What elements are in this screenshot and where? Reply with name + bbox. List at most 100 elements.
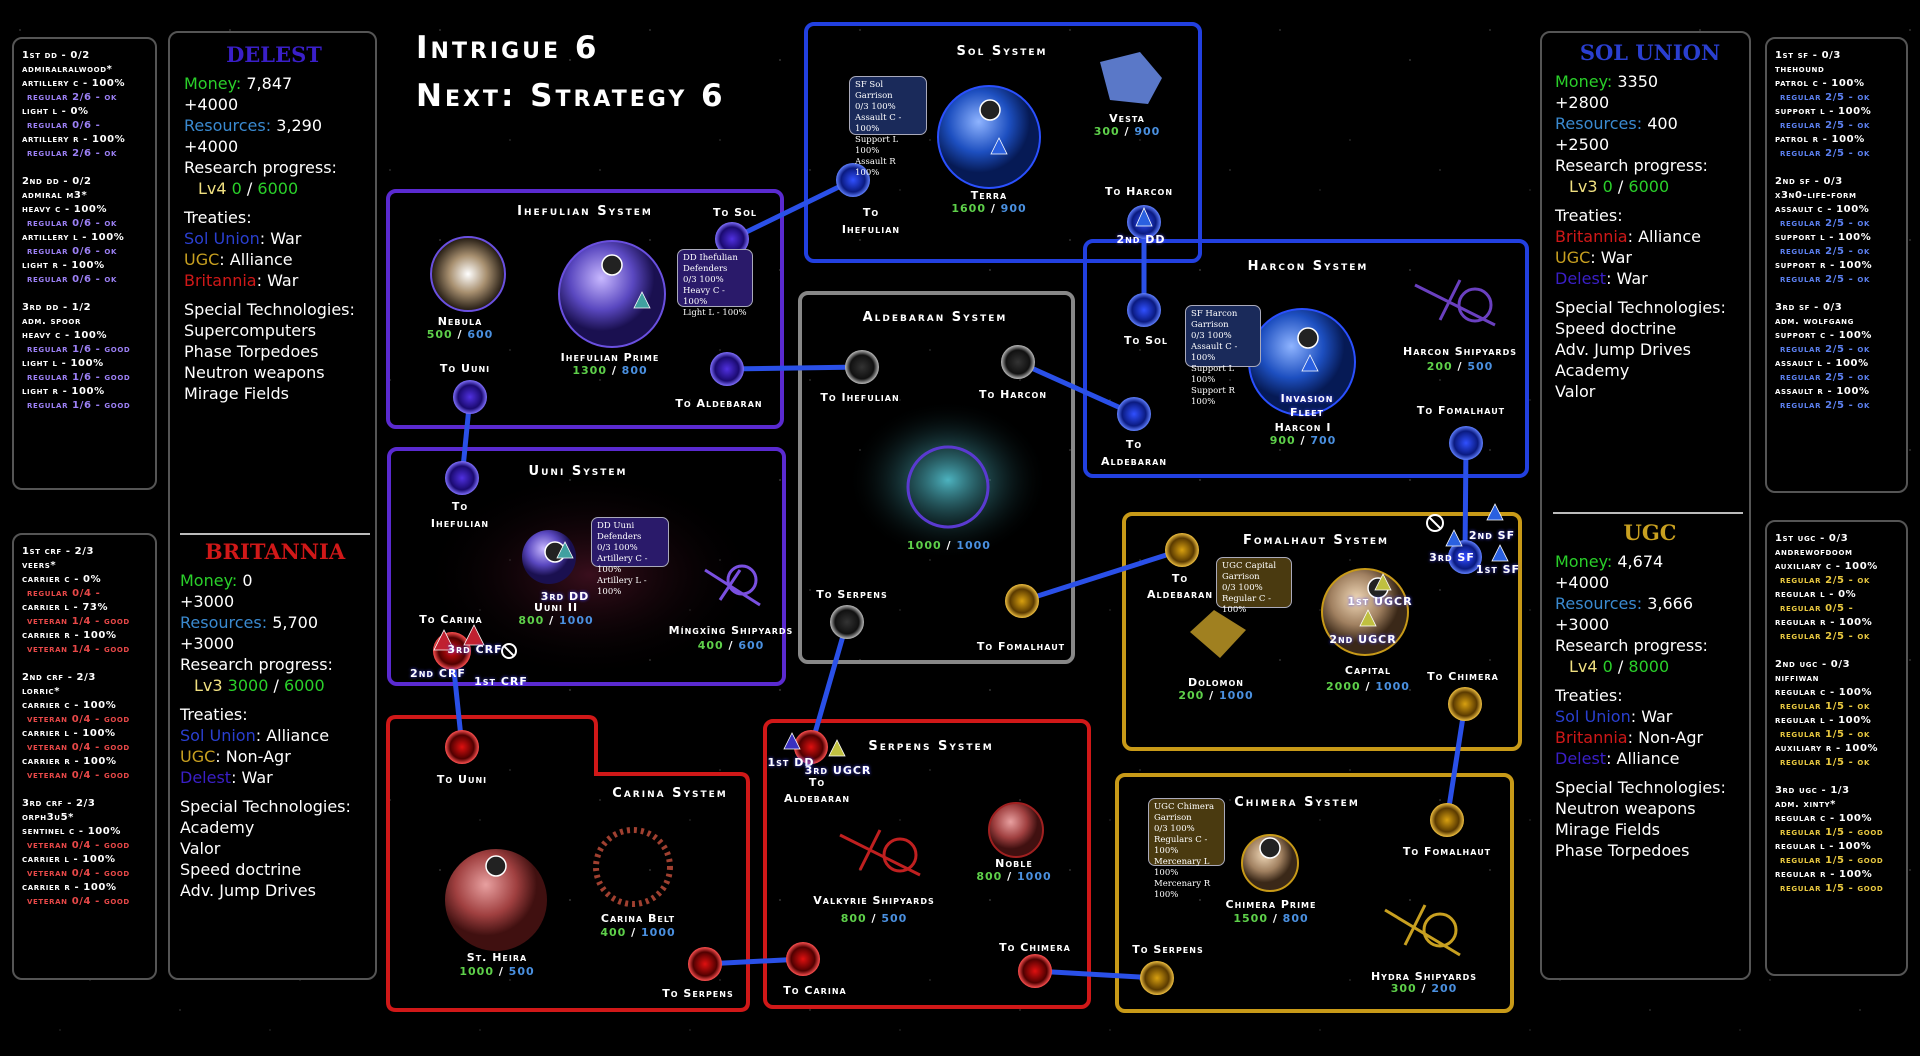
link-label[interactable]: To <box>1171 572 1189 585</box>
planet-label-harcon-shipyards[interactable]: Harcon Shipyards <box>1403 345 1517 358</box>
treaty-status: Alliance <box>1638 227 1701 246</box>
planet-label-dolomon[interactable]: Dolomon <box>1187 676 1245 689</box>
treaty-faction: Britannia <box>1555 728 1628 747</box>
treaty-faction: Sol Union <box>184 229 260 248</box>
tech-item: Speed doctrine <box>1555 319 1677 338</box>
fleet-header: 1st SF - 0/3 <box>1775 50 1841 61</box>
fleet-label[interactable]: Invasion <box>1280 392 1334 405</box>
link-label-to-fomalhaut[interactable]: To Fomalhaut <box>976 640 1066 653</box>
planet-label-vesta[interactable]: Vesta <box>1109 112 1145 125</box>
link-label[interactable]: To <box>451 500 469 513</box>
resources-label: Resources: <box>180 613 268 632</box>
link-label-to-fomalhaut[interactable]: To Fomalhaut <box>1402 845 1492 858</box>
link-label-to-sol[interactable]: To Sol <box>713 206 757 219</box>
planet-label-harcon-i[interactable]: Harcon I <box>1274 421 1332 434</box>
link-label-to-ihefulian[interactable]: Ihefulian <box>841 223 901 236</box>
fleet-admiral: TheHound <box>1775 64 1825 75</box>
fleet-label[interactable]: 3rd DD <box>540 590 590 603</box>
current-value: 1000 <box>459 965 494 978</box>
link-label-to-ihefulian[interactable]: Ihefulian <box>430 517 490 530</box>
spacer <box>1555 197 1745 205</box>
fleet-label[interactable]: 1st UGCR <box>1347 595 1413 608</box>
link-label-to-serpens[interactable]: To Serpens <box>816 588 888 601</box>
link-label-to-aldebaran[interactable]: Aldebaran <box>783 792 851 805</box>
fleet-label[interactable]: 2nd DD <box>1116 233 1166 246</box>
planet-label-nebula[interactable]: Nebula <box>437 315 483 328</box>
link-label-to-aldebaran[interactable]: To Aldebaran <box>675 397 763 410</box>
max-value: 500 <box>494 965 535 978</box>
aldebaran-system-border <box>798 291 1075 664</box>
fleet-label[interactable]: 3rd CRF <box>447 643 503 656</box>
link-label-to-carina[interactable]: To Carina <box>419 613 483 626</box>
planet-label-ihefulian-prime[interactable]: Ihefulian Prime <box>560 351 660 364</box>
fleet-label[interactable]: 3rd SF <box>1429 551 1475 564</box>
link-label-to-carina[interactable]: To Carina <box>783 984 847 997</box>
research-max: 6000 <box>283 676 325 695</box>
fleet-label[interactable]: Fleet <box>1290 406 1324 419</box>
fleet-unit: Regular L - 100% <box>1775 841 1872 852</box>
money-value: 3350 <box>1617 72 1659 91</box>
resources-value: 3,290 <box>276 116 323 135</box>
planet-label-st-heira[interactable]: St. Heira <box>466 951 528 964</box>
link-label[interactable]: To <box>808 776 826 789</box>
planet-dolomon <box>1190 610 1246 658</box>
fleet-header: 1st CRF - 2/3 <box>22 546 95 557</box>
fleet-admiral: AndrewofDoom <box>1775 547 1853 558</box>
node-fomalhaut-to-harcon <box>1448 540 1482 574</box>
link-label-to-serpens[interactable]: To Serpens <box>1132 943 1204 956</box>
ship-icon <box>990 137 1008 155</box>
planet-label-terra[interactable]: Terra <box>970 189 1008 202</box>
fleet-label[interactable]: 1st DD <box>767 756 815 769</box>
fleet-label[interactable]: 3rd UGCR <box>804 764 872 777</box>
fleet-label[interactable]: 1st CRF <box>474 675 528 688</box>
link-label-to-aldebaran[interactable]: Aldebaran <box>1146 588 1214 601</box>
garrison-line: DD Ihefulian <box>683 253 738 263</box>
link-label[interactable]: To <box>862 206 880 219</box>
research-label: Research progress: <box>180 655 333 674</box>
planet-nebula <box>430 236 506 312</box>
link-label-to-harcon[interactable]: To Harcon <box>978 388 1048 401</box>
fleet-header: 3rd DD - 1/2 <box>22 302 92 313</box>
lane-sol-ihefulian <box>730 177 855 242</box>
link-label-to-sol[interactable]: To Sol <box>1124 334 1168 347</box>
link-label-to-chimera[interactable]: To Chimera <box>1427 670 1499 683</box>
research-current: 0 <box>1602 657 1613 676</box>
link-label-to-uuni[interactable]: To Uuni <box>439 362 491 375</box>
planet-label-hydra-shipyards[interactable]: Hydra Shipyards <box>1370 970 1478 983</box>
fleet-label[interactable]: 2nd UGCR <box>1329 633 1397 646</box>
node-aldebaran-to-fomalhaut <box>1005 584 1039 618</box>
link-label-to-harcon[interactable]: To Harcon <box>1104 185 1174 198</box>
ship-icon <box>1445 529 1463 547</box>
max-value: 500 <box>1453 360 1494 373</box>
link-label-to-fomalhaut[interactable]: To Fomalhaut <box>1416 404 1506 417</box>
garrison-line: Defenders <box>683 264 728 274</box>
garrison-line: Mercenary L 100% <box>1154 857 1210 878</box>
garrison-line: Assault R 100% <box>855 157 896 178</box>
treaty-status: Non-Agr <box>1638 728 1704 747</box>
research-max: 6000 <box>1628 177 1670 196</box>
link-label-to-aldebaran[interactable]: Aldebaran <box>1100 455 1168 468</box>
research-level: Lv3 <box>1569 177 1598 196</box>
planet-label-noble[interactable]: Noble <box>995 857 1033 870</box>
money-income: +2800 <box>1555 93 1610 112</box>
link-label-to-chimera[interactable]: To Chimera <box>999 941 1071 954</box>
planet-label-carina-belt[interactable]: Carina Belt <box>600 912 676 925</box>
fleet-label[interactable]: 2nd SF <box>1468 529 1516 542</box>
fleet-unit: Light L - 100% <box>22 358 104 369</box>
link-label-to-ihefulian[interactable]: To Ihefulian <box>820 391 900 404</box>
fleet-unit-status: Veteran 0/4 - Good <box>27 840 130 851</box>
fleet-unit: Regular C - 100% <box>1775 687 1873 698</box>
tech-item: Mirage Fields <box>184 384 289 403</box>
link-label-to-serpens[interactable]: To Serpens <box>662 987 734 1000</box>
fleet-label[interactable]: 2nd CRF <box>410 667 466 680</box>
fleet-label[interactable]: 1st SF <box>1475 563 1521 576</box>
planet-label-chimera-prime[interactable]: Chimera Prime <box>1225 898 1317 911</box>
planet-label-valkyrie-shipyards[interactable]: Valkyrie Shipyards <box>813 894 935 907</box>
planet-label-mingxing-shipyards[interactable]: Míngxīng Shipyards <box>668 624 794 637</box>
max-value: 600 <box>724 639 765 652</box>
planet-label-capital[interactable]: Capital <box>1344 664 1392 677</box>
planet-label-uuni-ii[interactable]: Uuni II <box>533 601 579 614</box>
link-label-to-uuni[interactable]: To Uuni <box>436 773 488 786</box>
link-label[interactable]: To <box>1125 438 1143 451</box>
